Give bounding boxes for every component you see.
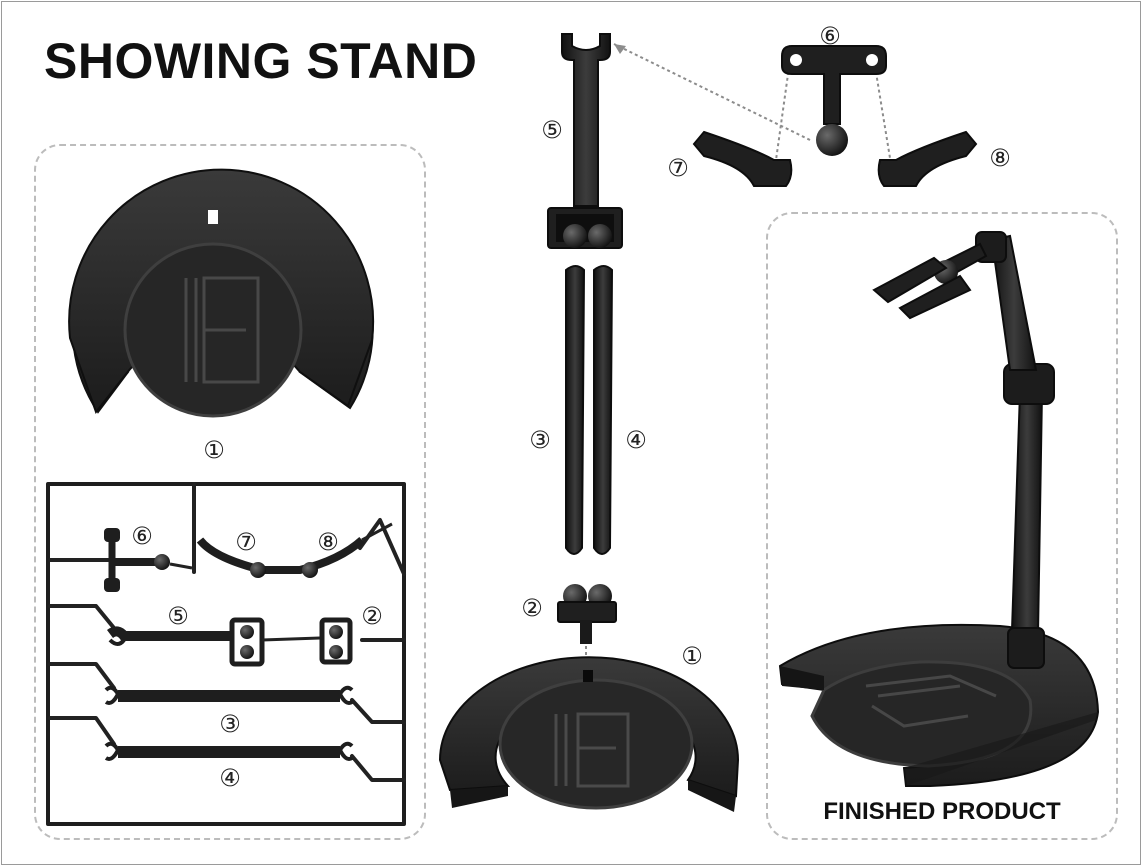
base-part-perspective [438,656,740,812]
finished-product-panel [766,212,1118,840]
clamp-part-6 [781,45,887,156]
label-part-7: ⑦ [667,154,689,182]
label-part-4: ④ [625,426,647,454]
label-part-8: ⑧ [989,144,1011,172]
rod-part-3 [565,265,586,555]
arm-part-5 [561,33,611,207]
clamp-part-7 [692,130,793,187]
label-part-5: ⑤ [541,116,563,144]
label-part-8-sprue: ⑧ [317,528,339,556]
label-part-1: ① [681,642,703,670]
joint-part-2 [557,584,617,644]
label-part-1-left: ① [203,436,225,464]
sprue-parts-5-2 [107,617,353,667]
label-part-2-sprue: ② [361,602,383,630]
finished-product-caption: FINISHED PRODUCT [823,798,1061,825]
base-part-top-view [68,168,375,418]
sprue-rods-3-4 [104,685,354,761]
base-and-sprue-panel [34,144,426,840]
label-part-4-sprue: ④ [219,764,241,792]
rod-part-4 [593,265,614,555]
clamp-part-8 [877,130,978,187]
label-part-6-sprue: ⑥ [131,522,153,550]
finished-stand [778,231,1100,787]
joint-block-top [547,207,623,249]
label-part-2: ② [521,594,543,622]
sprue-part-6 [104,528,193,592]
guide-arrow-head [614,44,626,54]
label-part-6: ⑥ [819,22,841,50]
label-part-3: ③ [529,426,551,454]
page-title: SHOWING STAND [44,33,478,89]
label-part-5-sprue: ⑤ [167,602,189,630]
label-part-3-sprue: ③ [219,710,241,738]
sprue-parts-7-8 [196,522,393,578]
label-part-7-sprue: ⑦ [235,528,257,556]
